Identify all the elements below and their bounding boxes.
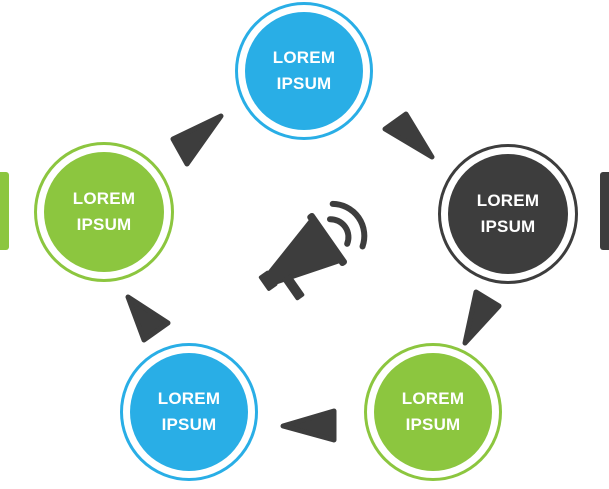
left-accent-bar [0,172,9,250]
arrow-bottom-right-to-bottom-left [280,408,337,443]
arrow-bottom-left-to-left [125,294,171,343]
node-left: LOREM IPSUM [34,142,174,282]
node-left-line1: LOREM [72,189,136,208]
node-left-line2: IPSUM [76,215,132,234]
arrow-left-to-top [170,113,224,167]
node-bottom-right: LOREM IPSUM [364,343,502,481]
node-top-line2: IPSUM [276,74,332,93]
node-bottom-right-line1: LOREM [401,389,465,408]
megaphone-icon [258,200,368,301]
node-right-line2: IPSUM [480,217,536,236]
node-top: LOREM IPSUM [235,2,373,140]
node-right-line1: LOREM [476,191,540,210]
node-bottom-left: LOREM IPSUM [120,343,258,481]
node-bottom-right-line2: IPSUM [405,415,461,434]
node-right: LOREM IPSUM [438,144,578,284]
node-top-line1: LOREM [272,48,336,67]
node-bottom-left-line1: LOREM [157,389,221,408]
arrow-right-to-bottom-right [462,289,502,346]
right-accent-bar [600,172,609,250]
arrow-top-to-right [382,111,435,160]
node-bottom-left-line2: IPSUM [161,415,217,434]
